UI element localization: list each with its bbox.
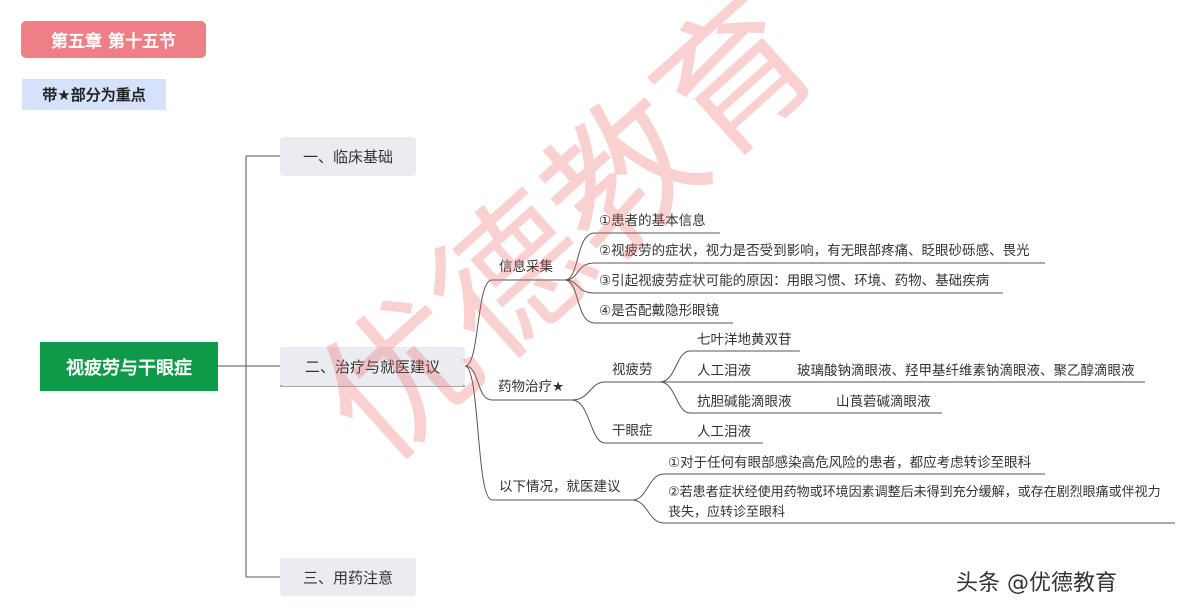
referral-item-2[interactable]: ②若患者症状经使用药物或环境因素调整后未得到充分缓解，或存在剧烈眼痛或伴视力丧失… bbox=[668, 485, 1161, 520]
referral-item-1[interactable]: ①对于任何有眼部感染高危风险的患者，都应考虑转诊至眼科 bbox=[668, 455, 1032, 471]
key-note-badge: 带★部分为重点 bbox=[22, 79, 166, 110]
branch-clinical-basics[interactable]: 一、临床基础 bbox=[280, 137, 416, 176]
info-item-2[interactable]: ②视疲劳的症状，视力是否受到影响，有无眼部疼痛、眨眼砂砾感、畏光 bbox=[599, 243, 1030, 259]
fatigue-drug-3-detail[interactable]: 山莨菪碱滴眼液 bbox=[836, 394, 931, 410]
root-node[interactable]: 视疲劳与干眼症 bbox=[40, 342, 218, 391]
fatigue-drug-1[interactable]: 七叶洋地黄双苷 bbox=[697, 332, 792, 348]
branch-treatment-advice[interactable]: 二、治疗与就医建议 bbox=[280, 347, 465, 386]
node-referral[interactable]: 以下情况，就医建议 bbox=[499, 479, 621, 495]
node-drug-treatment[interactable]: 药物治疗★ bbox=[498, 379, 565, 395]
dryeye-drug-1[interactable]: 人工泪液 bbox=[697, 424, 751, 440]
info-item-4[interactable]: ④是否配戴隐形眼镜 bbox=[599, 303, 720, 319]
branch-medication-notes[interactable]: 三、用药注意 bbox=[280, 558, 416, 596]
info-item-3[interactable]: ③引起视疲劳症状可能的原因：用眼习惯、环境、药物、基础疾病 bbox=[599, 273, 990, 289]
chapter-badge: 第五章 第十五节 bbox=[21, 21, 206, 58]
source-credit: 头条 @优德教育 bbox=[956, 571, 1117, 596]
fatigue-drug-2[interactable]: 人工泪液 bbox=[697, 363, 751, 379]
node-dry-eye[interactable]: 干眼症 bbox=[612, 423, 653, 439]
node-visual-fatigue[interactable]: 视疲劳 bbox=[612, 362, 653, 378]
node-info-collection[interactable]: 信息采集 bbox=[499, 259, 553, 275]
fatigue-drug-3[interactable]: 抗胆碱能滴眼液 bbox=[697, 394, 792, 410]
fatigue-drug-2-detail[interactable]: 玻璃酸钠滴眼液、羟甲基纤维素钠滴眼液、聚乙醇滴眼液 bbox=[797, 363, 1135, 379]
info-item-1[interactable]: ①患者的基本信息 bbox=[599, 213, 706, 229]
